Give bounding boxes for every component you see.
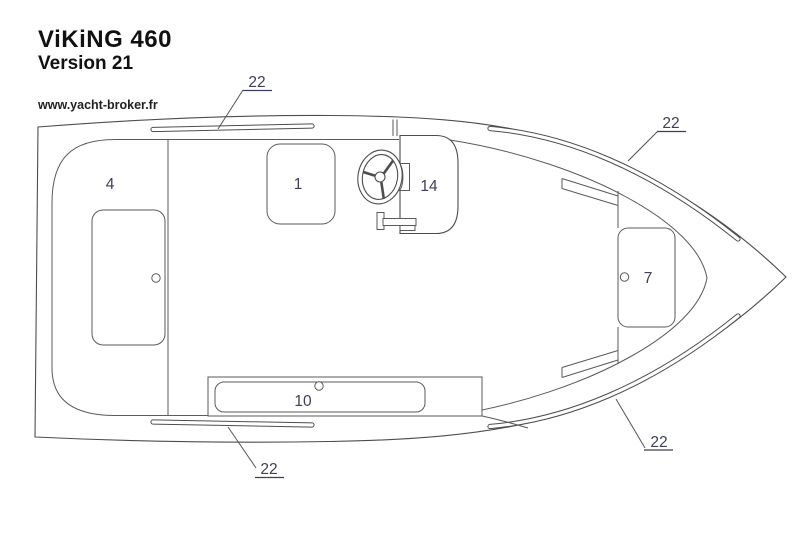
aft-hatch-latch [151, 273, 161, 283]
bow-hatch-latch [619, 272, 630, 282]
page-title: ViKiNG 460 [38, 26, 172, 53]
inner-gunwale-curve [449, 139, 708, 416]
callout-rub-rail-top-left: 22 [217, 74, 272, 130]
svg-text:22: 22 [260, 461, 277, 478]
callout-rub-rail-bottom-right: 22 [615, 398, 673, 451]
cockpit-floor-fillet [479, 415, 529, 429]
hull-outline [34, 114, 787, 443]
steering-wheel [357, 149, 403, 205]
steering-console [357, 119, 459, 235]
rub-rail-top-left-strip [150, 123, 315, 133]
callout-rub-rail-bottom-left: 22 [227, 426, 284, 479]
label-helm-seat: 1 [294, 176, 303, 193]
throttle-lever [376, 212, 417, 231]
label-bow-hatch: 7 [644, 270, 653, 287]
callout-rub-rail-top-right: 22 [627, 115, 686, 162]
label-steering-console: 14 [420, 178, 438, 195]
website-url: www.yacht-broker.fr [38, 98, 158, 112]
label-stern-bench: 10 [294, 393, 312, 410]
helm-seat [266, 143, 336, 225]
cockpit-boundary [51, 139, 480, 416]
bow-hatch [617, 227, 676, 328]
side-step-top [561, 178, 619, 206]
page-subtitle: Version 21 [38, 53, 134, 74]
stern-bench [207, 376, 483, 417]
rub-rail-top-right-strip [487, 125, 741, 242]
svg-text:22: 22 [248, 74, 265, 91]
side-step-bottom [561, 350, 619, 378]
aft-hatch [91, 209, 166, 346]
console-body [399, 134, 459, 235]
label-aft-deck: 4 [106, 176, 115, 193]
svg-text:22: 22 [650, 434, 667, 451]
rub-rail-bottom-left-strip [150, 419, 315, 428]
rub-rail-bottom-right-strip [487, 313, 741, 430]
svg-text:22: 22 [662, 115, 679, 132]
